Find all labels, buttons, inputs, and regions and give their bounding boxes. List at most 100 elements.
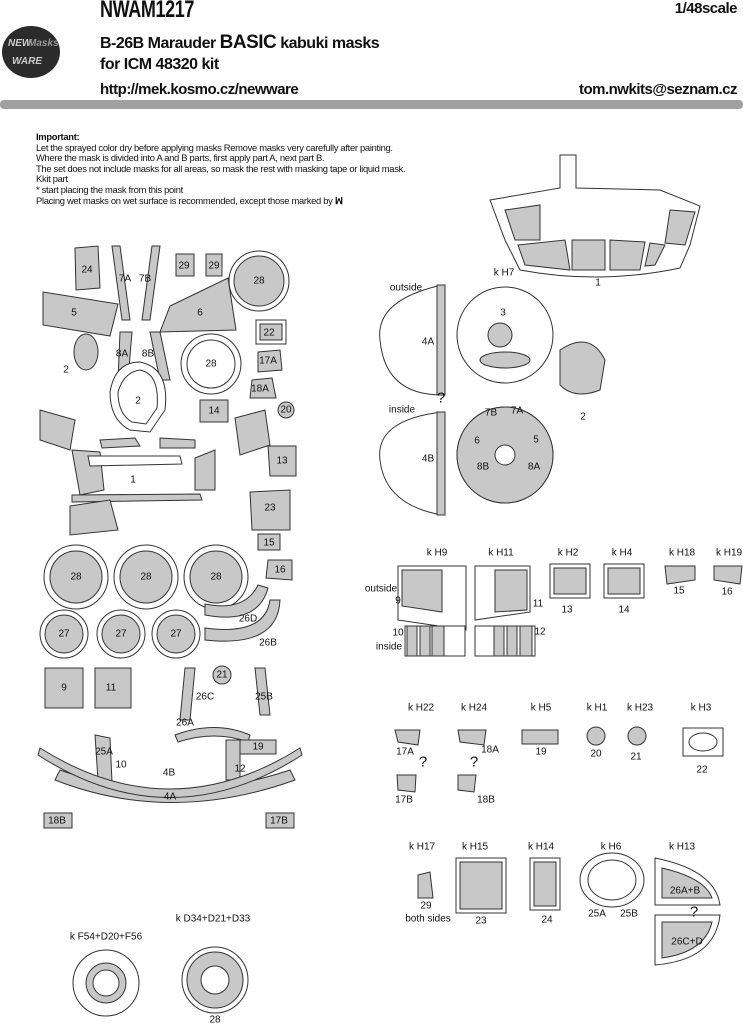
guide-label: k H4 xyxy=(611,547,633,559)
part-number-label: 28 xyxy=(205,358,217,370)
note-line: Placing wet masks on wet surface is reco… xyxy=(36,194,333,206)
part-number-label: 7A xyxy=(118,273,132,285)
guide-label: k H24 xyxy=(460,702,488,714)
part-number-label: 11 xyxy=(105,682,117,694)
guide-label: k H13 xyxy=(668,841,696,853)
important-notes: Important: Let the sprayed color dry bef… xyxy=(36,131,406,206)
part-number-label: 18A xyxy=(251,383,269,395)
guide-label: 8B xyxy=(476,461,490,473)
part-number-label: 26B xyxy=(259,637,277,649)
guide-label: k H2 xyxy=(557,547,579,559)
guide-label: 6 xyxy=(474,435,480,447)
part-number-label: 28 xyxy=(140,571,152,583)
part-number-label: 13 xyxy=(276,455,288,467)
guide-label: k H15 xyxy=(461,841,489,853)
part-number-label: 17A xyxy=(259,355,277,367)
guide-label: 1 xyxy=(595,277,601,289)
note-line: The set does not include masks for all a… xyxy=(36,162,406,174)
guide-label: 12 xyxy=(534,626,546,638)
guide-label: 26A+B xyxy=(669,885,701,897)
logo-text-masks: Masks xyxy=(28,38,59,49)
website-link[interactable]: http://mek.kosmo.cz/newware xyxy=(100,81,299,98)
guide-label: 25B xyxy=(620,908,638,920)
guide-label: ? xyxy=(436,389,446,407)
part-number-label: 28 xyxy=(70,571,82,583)
logo-text-new: NEW xyxy=(8,38,32,49)
part-number-label: 12 xyxy=(234,763,246,775)
part-number-label: 7B xyxy=(138,273,152,285)
part-number-label: 18B xyxy=(48,815,66,827)
part-number-label: 2 xyxy=(135,395,141,407)
email-link[interactable]: tom.nwkits@seznam.cz xyxy=(578,81,738,98)
canopy-frame-diagram xyxy=(489,154,701,278)
guide-label: 3 xyxy=(500,307,506,319)
part-number-label: 27 xyxy=(115,628,127,640)
part-number-label: 6 xyxy=(197,307,203,319)
note-line: Where the mask is divided into A and B p… xyxy=(36,152,325,164)
title-basic: BASIC xyxy=(219,32,277,53)
title-prefix: B-26B Marauder xyxy=(100,35,216,52)
guide-label: 20 xyxy=(590,748,602,760)
guide-label: k H23 xyxy=(626,702,654,714)
note-line: Let the sprayed color dry before applyin… xyxy=(36,141,393,153)
part-number-label: 14 xyxy=(208,405,220,417)
guide-label: ? xyxy=(469,753,479,771)
title-suffix: kabuki masks xyxy=(280,35,380,52)
guide-label: k H6 xyxy=(600,841,622,853)
guide-label: 4A xyxy=(421,336,435,348)
guide-label: 25A xyxy=(588,908,606,920)
guide-label: 26C+D xyxy=(671,936,703,948)
product-title: B-26B Marauder BASIC kabuki masks xyxy=(100,32,380,54)
new-ware-logo: NEW Masks WARE xyxy=(2,26,60,78)
guide-label: 29 xyxy=(420,900,432,912)
part-number-label: 27 xyxy=(58,628,70,640)
guide-label: k D34+D21+D33 xyxy=(175,913,251,925)
guide-label: k H5 xyxy=(530,702,552,714)
guide-label: 23 xyxy=(475,915,487,927)
part-number-label: 27 xyxy=(170,628,182,640)
part-number-label: 2 xyxy=(63,364,69,376)
header-divider xyxy=(0,100,743,109)
guide-label: 17A xyxy=(396,746,414,758)
guide-label: 22 xyxy=(696,764,708,776)
guide-label: 11 xyxy=(532,598,544,610)
guide-label: k H22 xyxy=(407,702,435,714)
guide-label: 19 xyxy=(535,746,547,758)
part-number-label: 22 xyxy=(263,327,275,339)
guide-label: 7A xyxy=(510,405,524,417)
part-number-label: 24 xyxy=(81,264,93,276)
guide-label: outside xyxy=(364,583,398,595)
part-number-label: 26D xyxy=(238,613,258,625)
part-number-label: 16 xyxy=(274,564,286,576)
part-number-label: 29 xyxy=(178,260,190,272)
part-number-label: 4B xyxy=(162,767,176,779)
guide-label: 14 xyxy=(618,604,630,616)
guide-label: inside xyxy=(375,641,403,653)
guide-label: 17B xyxy=(395,794,413,806)
guide-label: 21 xyxy=(630,751,642,763)
part-number-label: 25A xyxy=(95,746,113,758)
guide-label: 4B xyxy=(421,453,435,465)
guide-label: outside xyxy=(389,282,423,294)
part-number-label: 20 xyxy=(280,404,292,416)
part-number-label: 29 xyxy=(208,260,220,272)
note-line: Kkit part xyxy=(36,173,68,185)
part-number-label: 26A xyxy=(176,717,194,729)
part-number-label: 8B xyxy=(141,348,155,360)
placement-guide-shapes xyxy=(379,284,743,966)
guide-label: 16 xyxy=(721,586,733,598)
guide-label: 28 xyxy=(209,1014,221,1026)
guide-label: 9 xyxy=(395,595,401,607)
guide-label: 2 xyxy=(580,411,586,423)
guide-label: k H7 xyxy=(493,267,515,279)
guide-label: 10 xyxy=(392,627,404,639)
scale-label: 1/48scale xyxy=(674,0,738,17)
guide-label: k H1 xyxy=(586,702,608,714)
guide-label: k H11 xyxy=(488,547,514,559)
part-number-label: 17B xyxy=(270,815,288,827)
part-number-label: 28 xyxy=(210,571,222,583)
guide-label: 15 xyxy=(673,585,685,597)
part-number-label: 23 xyxy=(264,502,276,514)
part-number-label: 28 xyxy=(253,275,265,287)
part-number-label: 8A xyxy=(115,348,129,360)
